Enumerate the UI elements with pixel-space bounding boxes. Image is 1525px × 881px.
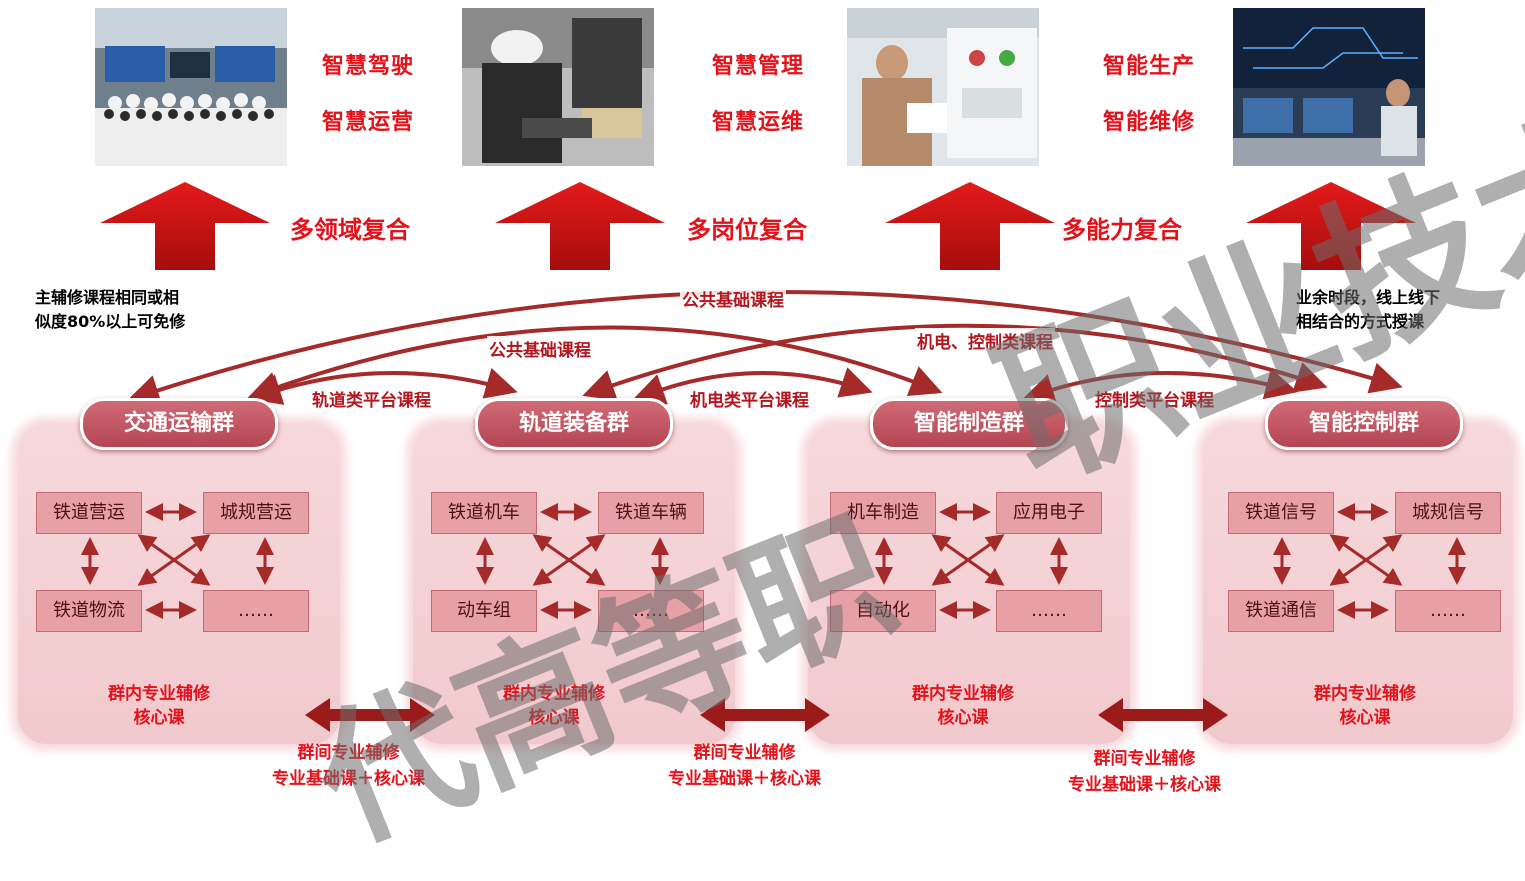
between-arrow-3 (1098, 698, 1228, 732)
inner-arrows (81, 503, 1466, 619)
between-label-2: 群间专业辅修 专业基础课＋核心课 (668, 740, 821, 792)
major-box: …… (996, 590, 1102, 632)
major-box: 铁道机车 (431, 492, 537, 534)
major-box: 铁道营运 (36, 492, 142, 534)
between-arrow-2 (700, 698, 830, 732)
up-arrow-1 (100, 182, 270, 270)
between-arrow-1 (305, 698, 435, 732)
inner-arrow-set-3 (875, 503, 1068, 619)
between-label-1: 群间专业辅修 专业基础课＋核心课 (272, 740, 425, 792)
core-label-rail-equipment: 群内专业辅修 核心课 (503, 682, 605, 730)
photo-production (1233, 8, 1425, 166)
group-title-intelligent-manufacturing: 智能制造群 (870, 398, 1068, 450)
core-label-line2: 核心课 (937, 708, 989, 728)
core-label-line1: 群内专业辅修 (503, 684, 605, 704)
curve-control-platform (1022, 368, 1298, 405)
major-box: …… (598, 590, 704, 632)
core-label-line2: 核心课 (1339, 708, 1391, 728)
label-smart-ops-maintenance: 智慧运维 (712, 110, 805, 135)
between-line2: 专业基础课＋核心课 (272, 769, 425, 789)
between-line1: 群间专业辅修 (297, 743, 400, 763)
note-left-line2: 似度80%以上可免修 (35, 312, 186, 331)
photo-driving (95, 8, 287, 166)
label-multi-domain: 多领域复合 (290, 216, 410, 244)
label-multi-ability: 多能力复合 (1062, 216, 1182, 244)
label-track-platform: 轨道类平台课程 (310, 386, 433, 411)
note-right-line2: 相结合的方式授课 (1296, 312, 1425, 331)
major-box: 城规营运 (203, 492, 309, 534)
note-left: 主辅修课程相同或相 似度80%以上可免修 (35, 286, 185, 334)
up-arrow-4 (1246, 182, 1416, 270)
label-smart-driving: 智慧驾驶 (322, 54, 415, 79)
label-mech-control-courses: 机电、控制类课程 (915, 328, 1055, 353)
major-box: 铁道信号 (1228, 492, 1334, 534)
label-mech-platform: 机电类平台课程 (688, 386, 811, 411)
inner-arrow-set-2 (476, 503, 669, 619)
major-box: 铁道通信 (1228, 590, 1334, 632)
major-box: 铁道物流 (36, 590, 142, 632)
core-label-line1: 群内专业辅修 (912, 684, 1014, 704)
group-title-rail-equipment: 轨道装备群 (475, 398, 673, 450)
major-box: …… (203, 590, 309, 632)
between-arrows (305, 698, 1228, 732)
note-right-line1: 业余时段，线上线下 (1296, 288, 1441, 307)
curve-track-platform (249, 367, 518, 405)
curve-mech-control (582, 323, 1328, 401)
label-control-platform: 控制类平台课程 (1093, 386, 1216, 411)
label-intelligent-repair: 智能维修 (1103, 110, 1196, 135)
core-label-line2: 核心课 (133, 708, 185, 728)
major-box: 自动化 (830, 590, 936, 632)
major-box: 应用电子 (996, 492, 1102, 534)
major-box: 机车制造 (830, 492, 936, 534)
between-line1: 群间专业辅修 (693, 743, 796, 763)
up-arrow-3 (885, 182, 1055, 270)
major-box: …… (1395, 590, 1501, 632)
label-intelligent-production: 智能生产 (1103, 54, 1196, 79)
between-label-3: 群间专业辅修 专业基础课＋核心课 (1068, 746, 1221, 798)
core-label-line1: 群内专业辅修 (1314, 684, 1416, 704)
label-public-courses-outer: 公共基础课程 (680, 286, 786, 311)
group-title-intelligent-control: 智能控制群 (1265, 398, 1463, 450)
core-label-intelligent-control: 群内专业辅修 核心课 (1314, 682, 1416, 730)
note-right: 业余时段，线上线下 相结合的方式授课 (1296, 286, 1440, 334)
core-label-line2: 核心课 (528, 708, 580, 728)
curve-public-inner (247, 325, 943, 403)
inner-arrow-set-1 (81, 503, 274, 619)
photo-management (847, 8, 1039, 166)
photo-maintenance (462, 8, 654, 166)
between-line2: 专业基础课＋核心课 (668, 769, 821, 789)
major-box: 铁道车辆 (598, 492, 704, 534)
inner-arrow-set-4 (1273, 503, 1466, 619)
note-left-line1: 主辅修课程相同或相 (35, 288, 180, 307)
major-box: 城规信号 (1395, 492, 1501, 534)
label-smart-management: 智慧管理 (712, 54, 805, 79)
core-label-intelligent-manufacturing: 群内专业辅修 核心课 (912, 682, 1014, 730)
between-line1: 群间专业辅修 (1093, 749, 1196, 769)
major-box: 动车组 (431, 590, 537, 632)
up-arrow-2 (495, 182, 665, 270)
curve-mech-platform (632, 367, 873, 405)
group-title-transport: 交通运输群 (80, 398, 278, 450)
core-label-line1: 群内专业辅修 (108, 684, 210, 704)
label-smart-operation: 智慧运营 (322, 110, 415, 135)
between-line2: 专业基础课＋核心课 (1068, 775, 1221, 795)
core-label-transport: 群内专业辅修 核心课 (108, 682, 210, 730)
label-multi-position: 多岗位复合 (687, 216, 807, 244)
up-arrows (100, 182, 1416, 270)
label-public-courses-inner: 公共基础课程 (487, 336, 593, 361)
